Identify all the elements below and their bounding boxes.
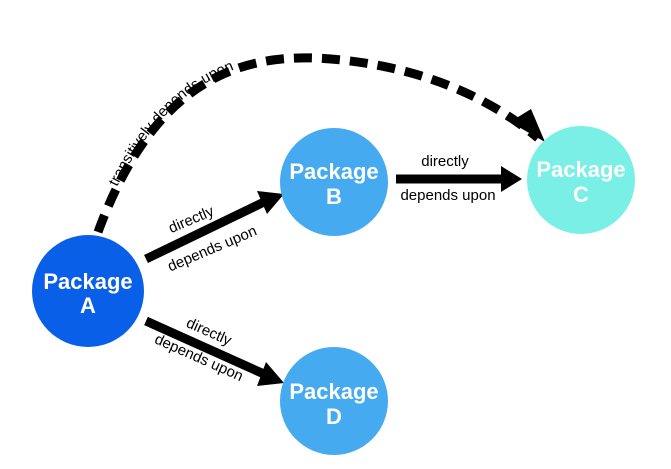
edge-b-to-c-label-line2: depends upon <box>400 187 495 204</box>
node-package-c-label-line1: Package <box>536 157 625 182</box>
arrowhead-b-to-c <box>501 166 522 192</box>
node-package-a: Package A <box>32 235 144 347</box>
edge-a-to-c-label: transitively depends upon <box>105 57 235 188</box>
node-package-b: Package B <box>280 128 388 236</box>
node-package-d-label-line2: D <box>326 404 342 429</box>
edge-a-to-b <box>144 197 266 264</box>
node-package-c-label-line2: C <box>573 182 589 207</box>
node-package-d: Package D <box>280 347 388 455</box>
node-package-b-circle <box>280 128 388 236</box>
edge-a-to-c-transitive <box>93 53 541 234</box>
node-package-a-circle <box>32 235 144 347</box>
edge-b-to-c-label-line1: directly <box>421 153 469 170</box>
node-package-a-label-line1: Package <box>43 269 132 294</box>
arrowhead-a-to-d <box>257 362 284 386</box>
edge-a-to-d <box>144 316 266 379</box>
node-package-b-label-line2: B <box>326 184 342 209</box>
arrowhead-a-to-c <box>510 109 545 142</box>
arrowhead-a-to-b <box>257 191 284 214</box>
node-package-b-label-line1: Package <box>289 159 378 184</box>
node-package-c: Package C <box>527 126 635 234</box>
node-package-d-label-line1: Package <box>289 379 378 404</box>
node-package-c-circle <box>527 126 635 234</box>
node-package-a-label-line2: A <box>80 293 96 318</box>
node-package-d-circle <box>280 347 388 455</box>
